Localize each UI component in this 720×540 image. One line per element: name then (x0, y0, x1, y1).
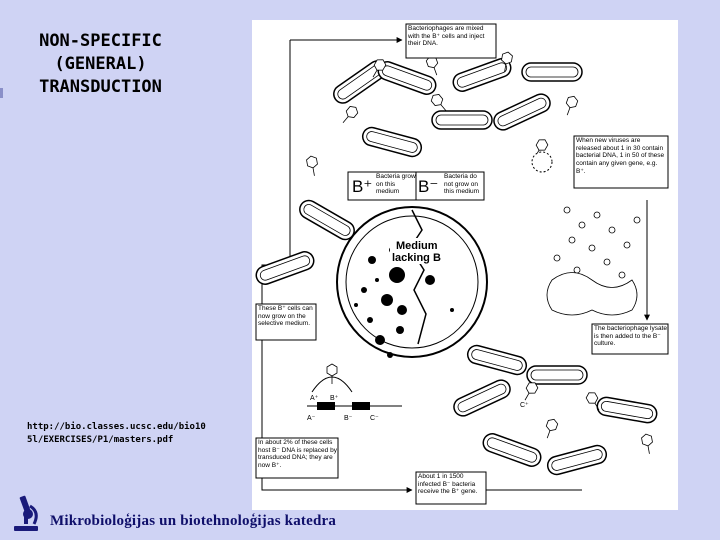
slide-edge-marker (0, 88, 3, 98)
title-line-2: (GENERAL) (54, 54, 147, 74)
bacterium-cell (544, 442, 610, 478)
callout-one-in-1500: About 1 in 1500 infected B⁻ bacteria rec… (415, 471, 487, 505)
slide-title: NON-SPECIFIC (GENERAL) TRANSDUCTION (8, 30, 193, 99)
gene-b-minus: B⁻ (344, 415, 353, 422)
bacterium-cell (359, 124, 425, 160)
b-minus-big-label: B⁻ (418, 177, 438, 196)
bacterium-cell (464, 342, 530, 378)
one-in-1500-text: About 1 in 1500 infected B⁻ bacteria rec… (418, 473, 478, 495)
two-percent-text: In about 2% of these cells host B⁻ DNA i… (258, 439, 337, 470)
callout-these-cells: These B⁺ cells can now grow on the selec… (255, 303, 317, 341)
gene-a-minus: A⁻ (307, 415, 316, 422)
bacterium-cell (295, 196, 359, 244)
gene-a-plus: A⁺ (310, 395, 319, 402)
callout-lysate: The bacteriophage lysate is then added t… (591, 323, 669, 355)
bacterium-cell (479, 430, 545, 470)
callout-released-text: When new viruses are released about 1 in… (576, 137, 665, 175)
gene-strip: A⁺ B⁺ A⁻ B⁻ C⁻ C⁺ (307, 363, 529, 422)
petri-dish: Medium lacking B (336, 206, 488, 358)
medium-label-line1: Medium (396, 240, 438, 252)
callout-two-percent: In about 2% of these cells host B⁻ DNA i… (255, 437, 339, 479)
lysate-text: The bacteriophage lysate is then added t… (594, 325, 667, 347)
phage-burst-cluster (546, 206, 641, 316)
callout-released: When new viruses are released about 1 in… (573, 135, 669, 189)
phage-zoom-circle (531, 151, 553, 173)
grow-on-text: Bacteria grow on this medium (376, 173, 416, 195)
title-line-3: TRANSDUCTION (39, 77, 162, 97)
bacterium-cell (450, 376, 514, 420)
medium-comparison-box: B⁺ B⁻ Bacteria grow on this medium Bacte… (347, 171, 485, 201)
bacterium-cell (521, 62, 583, 82)
title-line-1: NON-SPECIFIC (39, 31, 162, 51)
gene-c-plus: C⁺ (520, 402, 529, 409)
department-name: Mikrobioloģijas un biotehnoloģijas kated… (50, 513, 337, 529)
gene-b-plus: B⁺ (330, 395, 339, 402)
source-url[interactable]: http://bio.classes.ucsc.edu/bio105l/EXER… (27, 422, 206, 445)
these-cells-text: These B⁺ cells can now grow on the selec… (258, 305, 313, 328)
callout-mixed-text: Bacteriophages are mixed with the B⁺ cel… (408, 25, 485, 47)
bacterium-cell (252, 248, 318, 288)
medium-label-line2: lacking B (392, 252, 441, 264)
bacterium-cell (526, 365, 588, 385)
callout-mixed: Bacteriophages are mixed with the B⁺ cel… (405, 23, 497, 59)
gene-c-minus: C⁻ (370, 415, 379, 422)
bacterium-cell (490, 90, 554, 134)
bacterium-cell (595, 395, 659, 425)
not-grow-text: Bacteria do not grow on this medium (444, 173, 480, 195)
bacterium-cell (431, 110, 493, 130)
b-plus-big-label: B⁺ (352, 177, 372, 196)
transduction-diagram: Bacteriophages are mixed with the B⁺ cel… (252, 20, 678, 510)
microscope-icon (14, 495, 38, 531)
